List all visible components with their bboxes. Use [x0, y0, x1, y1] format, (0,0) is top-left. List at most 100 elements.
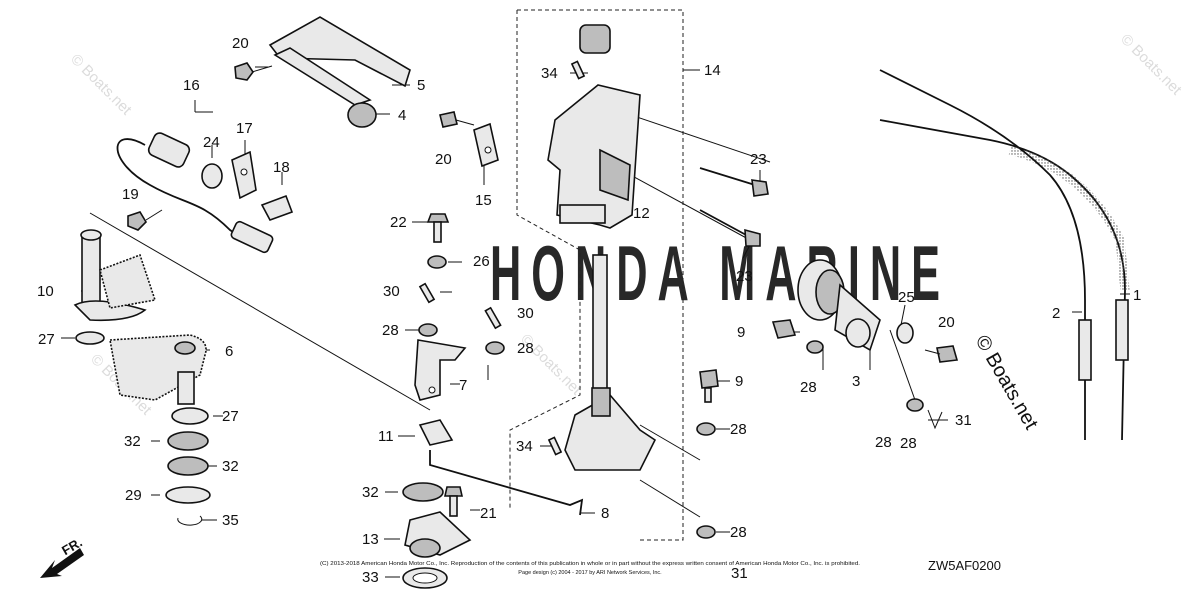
bolt-21 — [444, 486, 463, 517]
callout-label: 32 — [222, 458, 239, 475]
bolt-23-b — [699, 209, 761, 247]
callout-label: 35 — [222, 512, 239, 529]
bolt-23-a — [699, 167, 769, 197]
watermark-text: © Boats.net — [67, 51, 135, 119]
callout-label: 28 — [900, 435, 917, 452]
watermark-right: © Boats.net — [971, 332, 1043, 434]
bolt-20-mid — [439, 111, 475, 128]
callout-labels: 1 2 3 4 5 6 7 8 9 9 10 11 12 13 14 15 16… — [37, 35, 1141, 586]
callout-label: 33 — [362, 569, 379, 586]
leader-lines — [61, 66, 1130, 578]
callout-label: 34 — [541, 65, 558, 82]
bolt-19 — [127, 209, 163, 231]
callout-label: 11 — [378, 428, 394, 445]
part-bracket-5 — [268, 16, 411, 128]
callout-label: 17 — [236, 120, 253, 137]
callout-label: 32 — [362, 484, 379, 501]
part-bracket-12 — [547, 84, 641, 229]
washer-28-right-b — [696, 525, 716, 539]
part-plate-17 — [231, 150, 257, 200]
part-gear-6 — [109, 334, 207, 405]
callout-label: 27 — [222, 408, 239, 425]
callout-label: 2 — [1052, 305, 1060, 322]
callout-label: 22 — [390, 214, 407, 231]
assembly-14-outline — [509, 9, 700, 541]
callout-label: 13 — [362, 531, 379, 548]
callout-label: 26 — [473, 253, 490, 270]
callout-label: 20 — [232, 35, 249, 52]
callout-label: 28 — [800, 379, 817, 396]
part-clip-18 — [260, 194, 294, 221]
shift-rod — [592, 254, 608, 391]
callout-label: 8 — [601, 505, 609, 522]
clip-31-right — [927, 409, 943, 430]
brand-watermark: HONDA MARINE — [490, 229, 950, 317]
part-pulley-3 — [797, 259, 881, 352]
callout-label: 12 — [633, 205, 650, 222]
callout-label: 25 — [898, 289, 915, 306]
callout-label: 6 — [225, 343, 233, 360]
callout-label: 28 — [875, 434, 892, 451]
callout-label: 16 — [183, 77, 200, 94]
callout-label: 18 — [273, 159, 290, 176]
copyright-line: (C) 2013-2018 American Honda Motor Co., … — [320, 561, 861, 567]
callout-label: 21 — [480, 505, 497, 522]
washer-28-right-d — [906, 398, 924, 412]
callout-label: 29 — [125, 487, 142, 504]
callout-label: 30 — [517, 305, 534, 322]
washer-28-right-a — [696, 422, 716, 436]
callout-label: 10 — [37, 283, 54, 300]
callout-label: 31 — [731, 565, 748, 582]
part-shaft-10 — [73, 229, 157, 322]
callout-label: 4 — [398, 107, 406, 124]
callout-label: 20 — [938, 314, 955, 331]
washer-28 — [418, 323, 438, 337]
part-cap-top — [579, 24, 611, 54]
callout-label: 9 — [735, 373, 743, 390]
callout-label: 28 — [517, 340, 534, 357]
callout-label: 7 — [459, 377, 467, 394]
seal-32-a — [167, 431, 209, 451]
cable-end-1 — [1115, 299, 1129, 361]
nut-26 — [427, 255, 447, 269]
bolt-9-a — [771, 319, 797, 339]
callout-label: 32 — [124, 433, 141, 450]
part-clip-11 — [418, 419, 454, 446]
callout-label: 28 — [382, 322, 399, 339]
callout-label: 15 — [475, 192, 492, 209]
bolt-22 — [426, 213, 450, 243]
pin-30-mid — [484, 306, 502, 330]
seal-32-b — [167, 456, 209, 476]
cable-2 — [879, 69, 1086, 440]
front-direction-arrow — [40, 548, 84, 578]
callout-label: 27 — [38, 331, 55, 348]
part-base-13 — [404, 511, 472, 558]
part-shift-lower — [564, 387, 657, 471]
callout-label: 1 — [1133, 287, 1141, 304]
callout-label: 5 — [417, 77, 425, 94]
bolt-20-top — [234, 62, 273, 81]
callout-label: 19 — [122, 186, 139, 203]
gasket-33 — [402, 567, 448, 589]
callout-label: 30 — [383, 283, 400, 300]
bolt-20-right — [924, 345, 959, 363]
washer-27-left — [75, 331, 105, 345]
watermark-text: © Boats.net — [1117, 31, 1185, 99]
part-switch-16 — [116, 132, 274, 254]
callout-label: 23 — [750, 151, 767, 168]
washer-27 — [171, 407, 209, 425]
part-lever-7 — [414, 339, 467, 401]
part-bracket-15 — [473, 122, 499, 168]
callout-label: 28 — [730, 421, 747, 438]
washer-28-mid — [485, 341, 505, 355]
pin-30 — [418, 282, 436, 304]
callout-label: 31 — [955, 412, 972, 429]
copyright-line: Page design (c) 2004 - 2017 by ARI Netwo… — [518, 570, 662, 576]
diagram-code: ZW5AF0200 — [928, 558, 1001, 573]
callout-label: 20 — [435, 151, 452, 168]
callout-label: 28 — [730, 524, 747, 541]
callout-label: 23 — [736, 268, 753, 285]
rod-8 — [429, 450, 584, 516]
bolt-9-b — [699, 369, 719, 403]
